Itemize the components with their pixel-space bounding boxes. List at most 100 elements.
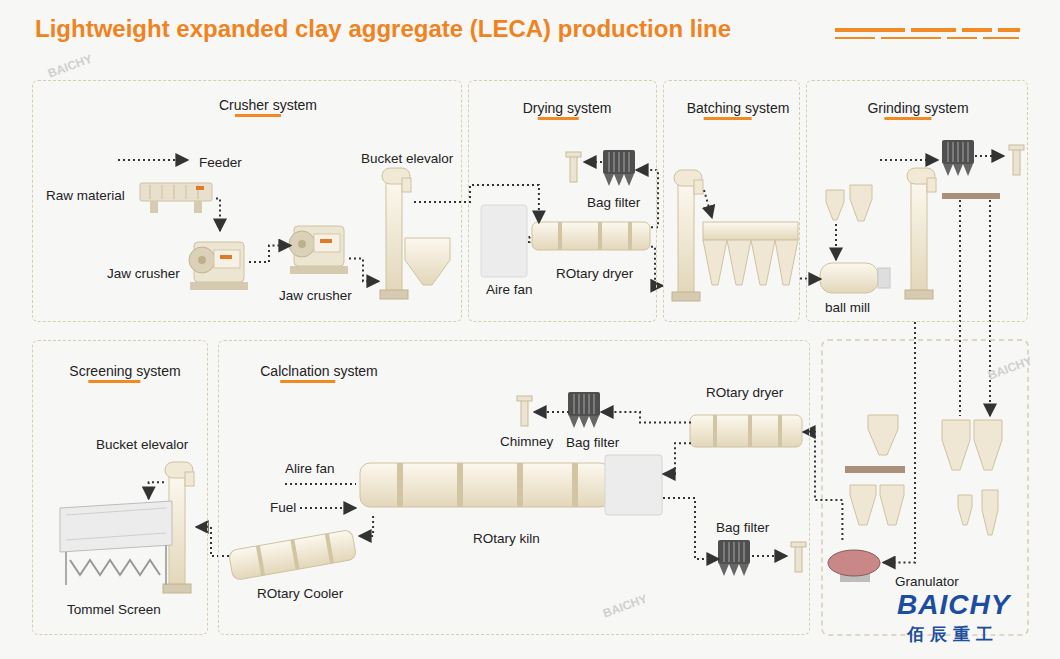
- system-heading: Drying system: [521, 100, 614, 116]
- art-part: [703, 222, 798, 240]
- system-panel: Screening systemBucket elevalorTommel Sc…: [32, 340, 208, 635]
- flow-arrow: [216, 199, 220, 232]
- calcination-art: [228, 392, 806, 581]
- flow-arrow: [528, 237, 533, 242]
- equipment-label: Tommel Screen: [65, 602, 163, 618]
- art-part: [828, 550, 880, 576]
- art-part: [820, 263, 878, 293]
- equipment-box: Chimney: [516, 397, 534, 427]
- art-part: [258, 534, 332, 576]
- granulator-art: [822, 340, 1028, 635]
- art-part: [942, 140, 974, 176]
- system-heading: Screening system: [67, 363, 182, 379]
- art-part: [532, 222, 650, 250]
- art-part: [481, 205, 527, 277]
- watermark: BAICHY: [44, 50, 96, 82]
- equipment-box: Jaw crusher: [191, 231, 249, 293]
- equipment-box: Granulator: [825, 540, 883, 585]
- flow-arrow: [663, 443, 691, 474]
- art-part: [822, 340, 1028, 635]
- logo-chinese: 佰辰重工: [905, 624, 1001, 644]
- flow-arrow: [196, 527, 229, 556]
- art-part: [194, 201, 202, 213]
- art-part: [975, 155, 1004, 157]
- watermark: BAICHY: [599, 590, 651, 622]
- art-part: [560, 222, 630, 250]
- art-part: [517, 396, 532, 426]
- air-fan-label: Alire fan: [283, 461, 337, 477]
- art-part: [880, 159, 938, 161]
- art-part: [228, 529, 356, 580]
- art-part: [289, 226, 348, 274]
- art-part: [960, 200, 990, 416]
- watermark: BAICHY: [984, 352, 1036, 384]
- art-part: [942, 193, 1000, 199]
- flow-arrow: [249, 246, 291, 263]
- system-heading: Grinding system: [865, 100, 970, 116]
- system-panel: Calclnation systemROtary Cooler ROtary ki…: [218, 340, 810, 635]
- art-part: [835, 37, 1020, 39]
- art-part: [118, 159, 188, 161]
- art-part: [405, 238, 450, 285]
- equipment-box: Feeder: [141, 181, 216, 216]
- equipment-label: Feeder: [197, 155, 244, 171]
- art-part: [603, 150, 635, 186]
- equipment-label: Bag filter: [714, 520, 771, 536]
- system-heading: Batching system: [685, 100, 792, 116]
- art-part: [850, 485, 904, 525]
- art-part: [718, 540, 750, 576]
- fuel-label: Fuel: [268, 500, 298, 516]
- raw-material-label: Raw material: [44, 188, 127, 204]
- system-heading: Crusher system: [217, 97, 319, 113]
- drying-art: [481, 150, 650, 277]
- art-part: [1009, 145, 1024, 175]
- equipment-label: ROtary Cooler: [255, 586, 345, 602]
- art-part: [826, 185, 872, 221]
- title-text: Lightweight expanded clay aggregate (LEC…: [35, 14, 731, 44]
- flow-arrow: [149, 482, 164, 499]
- art-part: [70, 560, 160, 575]
- system-panel: Batching system: [663, 80, 800, 322]
- art-part: [150, 185, 198, 199]
- equipment-box: ball mill: [821, 264, 891, 294]
- art-part: [845, 466, 905, 473]
- art-part: [958, 490, 998, 535]
- system-panel: Grinding system ball mill: [806, 80, 1028, 322]
- art-part: [66, 545, 166, 585]
- flow-arrow: [414, 185, 539, 223]
- equipment-box: ROtary dryer: [533, 223, 651, 251]
- flow-arrow: [803, 432, 842, 540]
- art-part: [791, 542, 806, 572]
- screening-art: [60, 462, 194, 593]
- equipment-label: Chimney: [498, 434, 555, 450]
- art-part: [704, 190, 712, 218]
- equipment-label: Jaw crusher: [105, 266, 182, 282]
- equipment-label: Jaw crusher: [277, 288, 354, 304]
- system-panel: Drying systemAire fanROtary dryerBag fil…: [468, 80, 657, 322]
- art-part: [566, 152, 581, 182]
- flow-arrow: [534, 411, 569, 413]
- flow-arrow: [663, 498, 719, 559]
- art-part: [703, 240, 798, 285]
- flow-arrow: [349, 259, 379, 282]
- flow-arrow: [651, 247, 663, 286]
- art-part: [905, 168, 936, 299]
- equipment-box: ROtary dryer: [691, 416, 803, 448]
- equipment-label: ROtary kiln: [471, 531, 542, 547]
- equipment-box: Bag filter: [569, 393, 601, 431]
- art-part: [400, 463, 575, 507]
- equipment-box: Bag filter: [719, 541, 753, 577]
- equipment-label: Granulator: [893, 574, 961, 590]
- flow-arrow: [601, 412, 691, 422]
- equipment-box: Jaw crusher: [291, 213, 349, 278]
- system-heading: Calclnation system: [258, 363, 380, 379]
- equipment-box: Bucket elevalor: [164, 463, 196, 591]
- art-part: [752, 555, 787, 557]
- flow-arrow: [800, 277, 821, 280]
- equipment-box: ROtary kiln: [361, 456, 663, 516]
- art-part: [584, 161, 602, 163]
- art-part: [196, 186, 204, 190]
- flow-arrow: [359, 516, 373, 536]
- equipment-label: Bag filter: [585, 195, 642, 211]
